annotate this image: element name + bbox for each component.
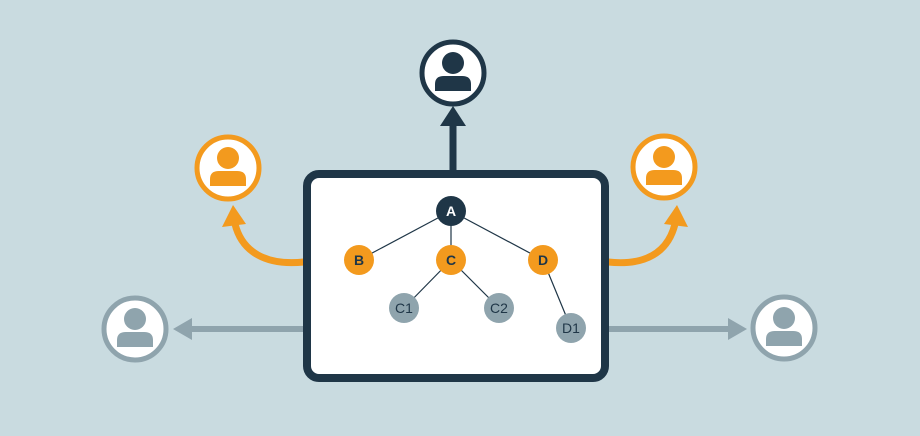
tree-node-c-label: C: [446, 252, 456, 268]
tree-node-c1-label: C1: [395, 300, 413, 316]
tree-node-d: D: [528, 245, 558, 275]
tree-node-b-label: B: [354, 252, 364, 268]
tree-node-c1: C1: [389, 293, 419, 323]
tree-node-c: C: [436, 245, 466, 275]
arrow-right: [608, 318, 747, 340]
tree-node-d1: D1: [556, 313, 586, 343]
arrow-curve-right: [607, 205, 688, 267]
tree-node-c2: C2: [484, 293, 514, 323]
user-avatar-upper-left-icon: [194, 134, 262, 202]
arrow-left: [173, 318, 304, 340]
center-panel: [303, 170, 609, 382]
user-avatar-lower-right-icon: [750, 294, 818, 362]
arrow-curve-left: [222, 205, 305, 267]
arrow-up: [440, 106, 466, 174]
user-avatar-lower-left-icon: [101, 295, 169, 363]
user-avatar-upper-right-icon: [630, 133, 698, 201]
tree-node-a-label: A: [446, 203, 456, 219]
user-avatar-top-icon: [419, 39, 487, 107]
tree-node-d1-label: D1: [562, 320, 580, 336]
tree-node-d-label: D: [538, 252, 548, 268]
tree-node-b: B: [344, 245, 374, 275]
tree-node-a: A: [436, 196, 466, 226]
tree-node-c2-label: C2: [490, 300, 508, 316]
